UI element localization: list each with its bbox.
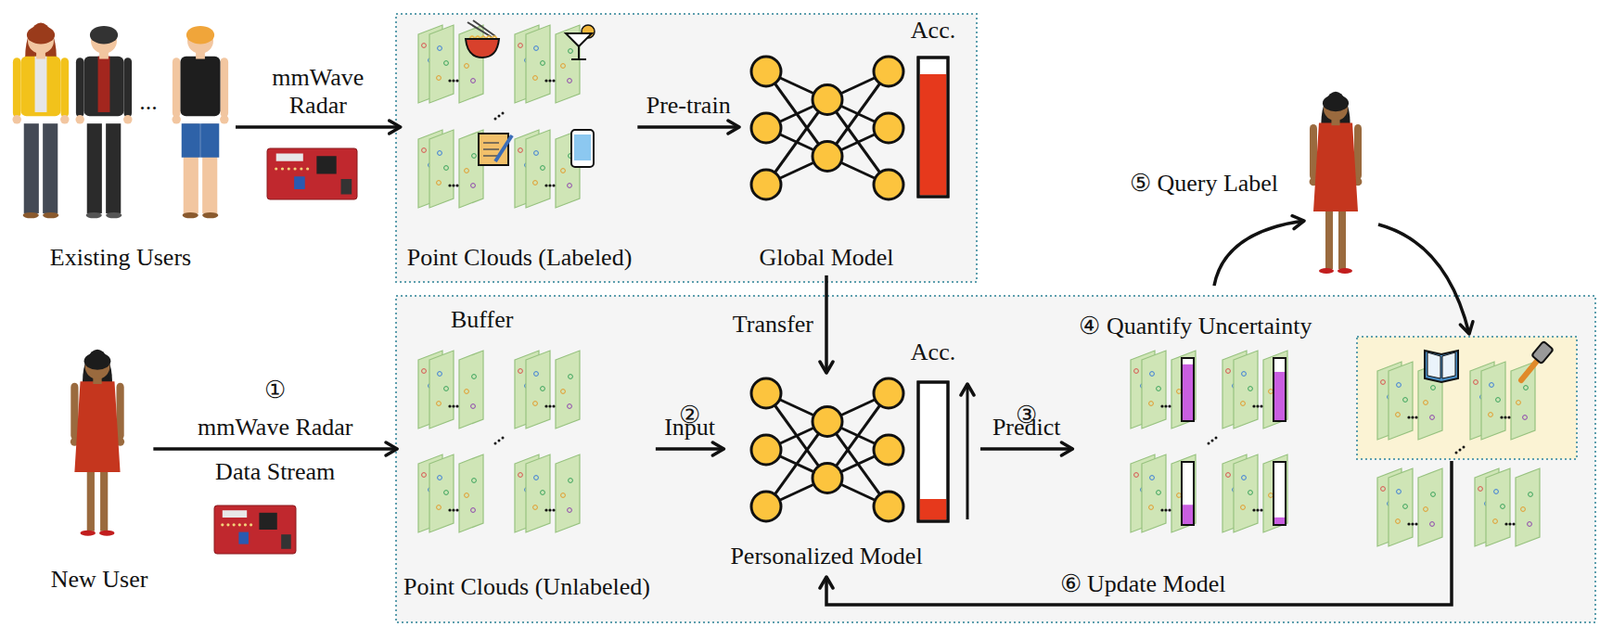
node-label: Point Clouds (Labeled) [407,243,633,272]
notepad-icon [478,133,512,166]
point-cloud-stack [418,350,484,429]
neural-network [751,56,904,200]
prediction-group: ④ Quantify Uncertainty [1075,310,1316,538]
point-cloud-stack [1377,468,1443,547]
person-figure [75,25,132,218]
step-number: ① [264,376,286,405]
group-heading: Buffer [450,306,513,334]
radar-board [267,148,358,200]
flow-arrow [980,447,1073,451]
point-cloud-stack [514,350,580,429]
spatula-icon [1521,341,1554,381]
axis-label: Acc. [910,16,956,45]
book-icon [1424,350,1459,383]
point-cloud-stack [418,129,484,208]
node-label: New User [51,565,149,594]
person-figure [1309,91,1363,274]
person-figure [70,349,125,537]
accuracy-bar [918,382,948,522]
global-model: Global Model [742,51,956,274]
point-cloud-stack [418,25,484,103]
pretrain-panel [396,13,977,282]
point-cloud-stack [1222,454,1288,533]
arrow-label: Pre-train [646,91,731,120]
ellipsis-dots [494,112,505,121]
person-figure [171,25,229,218]
point-cloud-stack [1222,350,1288,429]
point-cloud-stack [418,454,484,533]
point-cloud-stack [1130,350,1196,429]
point-cloud-stack [514,454,580,533]
node-label: Point Clouds (Unlabeled) [403,573,651,602]
node-label: Existing Users [50,243,192,272]
labeled-buffer-box [1356,336,1577,460]
step-number: ③ [1015,401,1037,430]
new-user: New User [47,350,153,596]
flow-arrow [235,125,401,129]
point-cloud-stack [1474,468,1540,547]
flow-arrow [655,447,725,451]
arrow-label: mmWave Radar [197,413,354,442]
radar-board [214,505,296,554]
arrow-label: Data Stream [215,458,335,487]
improve-arrow [966,384,970,520]
point-cloud-stack [1130,454,1196,533]
personalize-panel [396,295,1596,623]
flow-arrow [153,447,397,451]
update-arrow [826,460,1452,605]
ellipsis-dots [494,436,505,446]
neural-network [751,378,904,522]
labeled-data-group: Point Clouds (Labeled) [403,20,637,274]
bowl-icon [465,20,500,58]
flow-arrow [824,275,829,373]
node-label: Global Model [758,243,894,272]
answer-arrow [1378,224,1470,334]
step-number: ② [678,401,701,430]
ellipsis-dots [1207,436,1218,446]
axis-label: Acc. [910,338,956,367]
accuracy-bar [918,57,948,197]
personalized-model: Personalized Model [726,375,979,573]
flow-arrow [637,125,740,129]
node-label: ④ Quantify Uncertainty [1078,312,1312,341]
phone-icon [571,129,594,167]
ellipsis-dots [1455,446,1466,455]
arrow-label: mmWave Radar [262,64,374,120]
step-label: ⑤ Query Label [1129,169,1279,198]
step-label: ⑥ Update Model [1060,570,1227,599]
point-cloud-stack [514,129,580,208]
buffer-group: BufferPoint Clouds (Unlabeled) [399,304,654,603]
query-arrow [1214,220,1305,286]
node-label: Personalized Model [729,542,922,571]
person-figure [12,22,69,218]
user-group: Existing Users [9,25,234,274]
cocktail-icon [565,25,595,60]
ellipsis: ... [139,88,158,116]
arrow-label: Transfer [732,310,814,339]
